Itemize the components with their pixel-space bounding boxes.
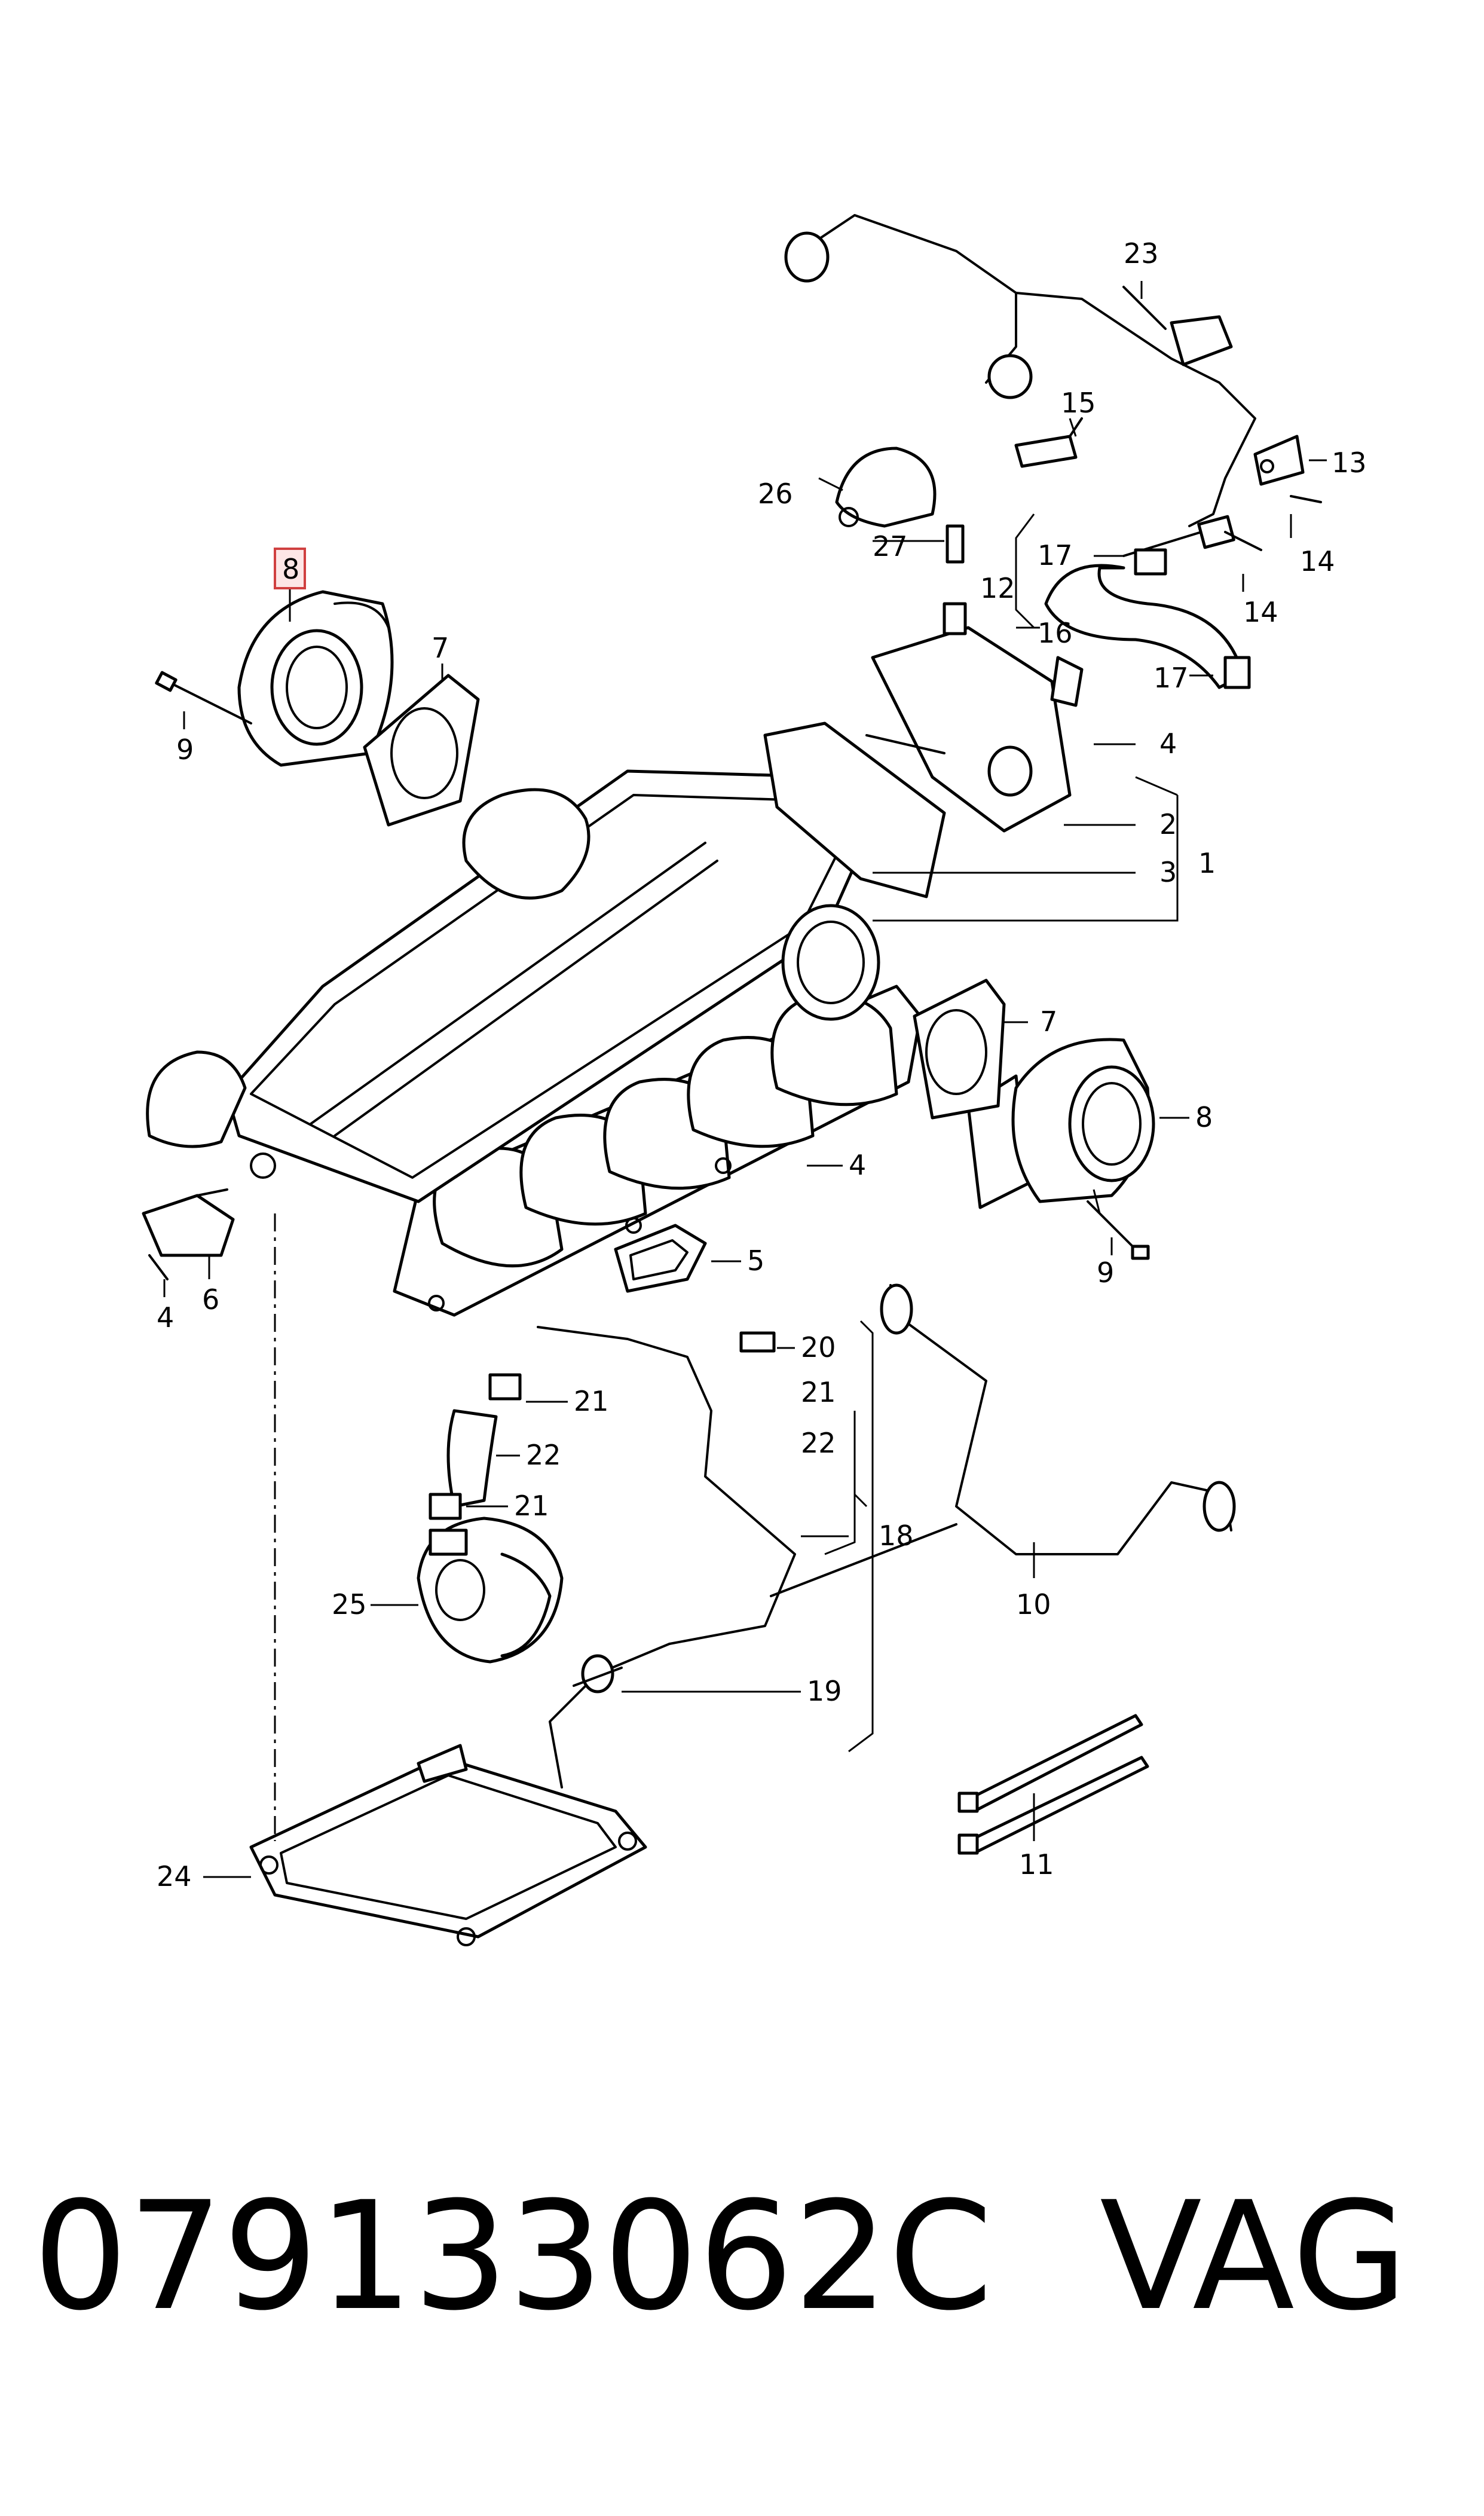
gasket-upper [363, 674, 480, 827]
egr-gasket [763, 722, 946, 898]
callout-14-upper[interactable]: 14 [1300, 545, 1335, 577]
brand-name: VAG [1100, 2169, 1408, 2343]
bolt-lower [1087, 1200, 1150, 1260]
callout-17-lower[interactable]: 17 [1153, 662, 1189, 694]
vacuum-reservoir-24 [249, 1744, 647, 1946]
callout-22-right[interactable]: 22 [801, 1427, 836, 1459]
callout-6[interactable]: 6 [202, 1283, 219, 1316]
callout-11[interactable]: 11 [1019, 1848, 1054, 1881]
callout-4-middle[interactable]: 4 [849, 1149, 866, 1181]
callout-24[interactable]: 24 [157, 1860, 192, 1893]
callout-10[interactable]: 10 [1016, 1588, 1051, 1621]
callout-5[interactable]: 5 [747, 1245, 764, 1277]
callout-8-highlighted[interactable]: 8 [282, 553, 299, 585]
clamp-26 [835, 447, 937, 528]
callout-1[interactable]: 1 [1198, 847, 1216, 879]
bolt-upper [155, 671, 252, 724]
valve-27 [943, 524, 967, 635]
bolts-14 [1224, 495, 1322, 551]
vacuum-line-top [784, 214, 1256, 527]
callout-27[interactable]: 27 [873, 530, 908, 562]
callout-2[interactable]: 2 [1159, 808, 1177, 840]
callout-4-left[interactable]: 4 [157, 1301, 174, 1334]
callout-16[interactable]: 16 [1038, 617, 1073, 649]
bracket-13 [1253, 435, 1305, 486]
callout-21-lower[interactable]: 21 [514, 1490, 549, 1522]
vacuum-line-18 [537, 1326, 796, 1789]
callout-14-lower[interactable]: 14 [1243, 596, 1278, 628]
vacuum-line-10 [770, 1283, 1236, 1597]
connector-19 [573, 1654, 623, 1693]
callout-15[interactable]: 15 [1061, 387, 1096, 419]
callout-9-lower[interactable]: 9 [1097, 1257, 1114, 1289]
callout-labels: 8 7 9 26 27 23 15 13 12 17 14 14 16 17 4… [157, 237, 1367, 1893]
intake-manifold [146, 769, 922, 1317]
callout-17-upper[interactable]: 17 [1038, 539, 1073, 571]
connector-20 [739, 1331, 776, 1353]
vacuum-pump-25 [417, 1517, 564, 1664]
egr-flange-unit [865, 626, 1084, 833]
callout-21-right[interactable]: 21 [801, 1376, 836, 1408]
callout-20[interactable]: 20 [801, 1331, 836, 1364]
callout-22[interactable]: 22 [526, 1439, 561, 1471]
callout-13[interactable]: 13 [1332, 447, 1367, 479]
callout-19[interactable]: 19 [807, 1675, 842, 1707]
hose-16 [1044, 515, 1251, 689]
callout-7-upper[interactable]: 7 [432, 632, 449, 664]
callout-8-highlight [274, 548, 306, 589]
part-number: 079133062C [33, 2169, 993, 2343]
callout-12[interactable]: 12 [980, 572, 1015, 604]
gasket-lower [913, 979, 1006, 1120]
leader-lines [163, 281, 1327, 1878]
callout-7-lower[interactable]: 7 [1040, 1005, 1057, 1038]
throttle-body-upper [237, 590, 394, 767]
hose-22 [429, 1373, 522, 1520]
solenoid-valve [1122, 286, 1233, 366]
sensor-6 [142, 1188, 235, 1280]
callout-9-upper[interactable]: 9 [176, 733, 194, 766]
callout-3[interactable]: 3 [1159, 856, 1177, 888]
bracket-15 [1014, 417, 1083, 468]
seal-5 [614, 1224, 707, 1293]
callout-21-upper[interactable]: 21 [574, 1385, 609, 1417]
callout-26[interactable]: 26 [758, 478, 793, 510]
callout-4-upper[interactable]: 4 [1159, 727, 1177, 760]
callout-18[interactable]: 18 [879, 1520, 914, 1552]
callout-25[interactable]: 25 [332, 1588, 367, 1621]
callout-8-lower[interactable]: 8 [1195, 1101, 1213, 1133]
cable-ties-11 [957, 1714, 1149, 1855]
manifold-runners [433, 994, 898, 1268]
callout-23[interactable]: 23 [1124, 237, 1159, 270]
